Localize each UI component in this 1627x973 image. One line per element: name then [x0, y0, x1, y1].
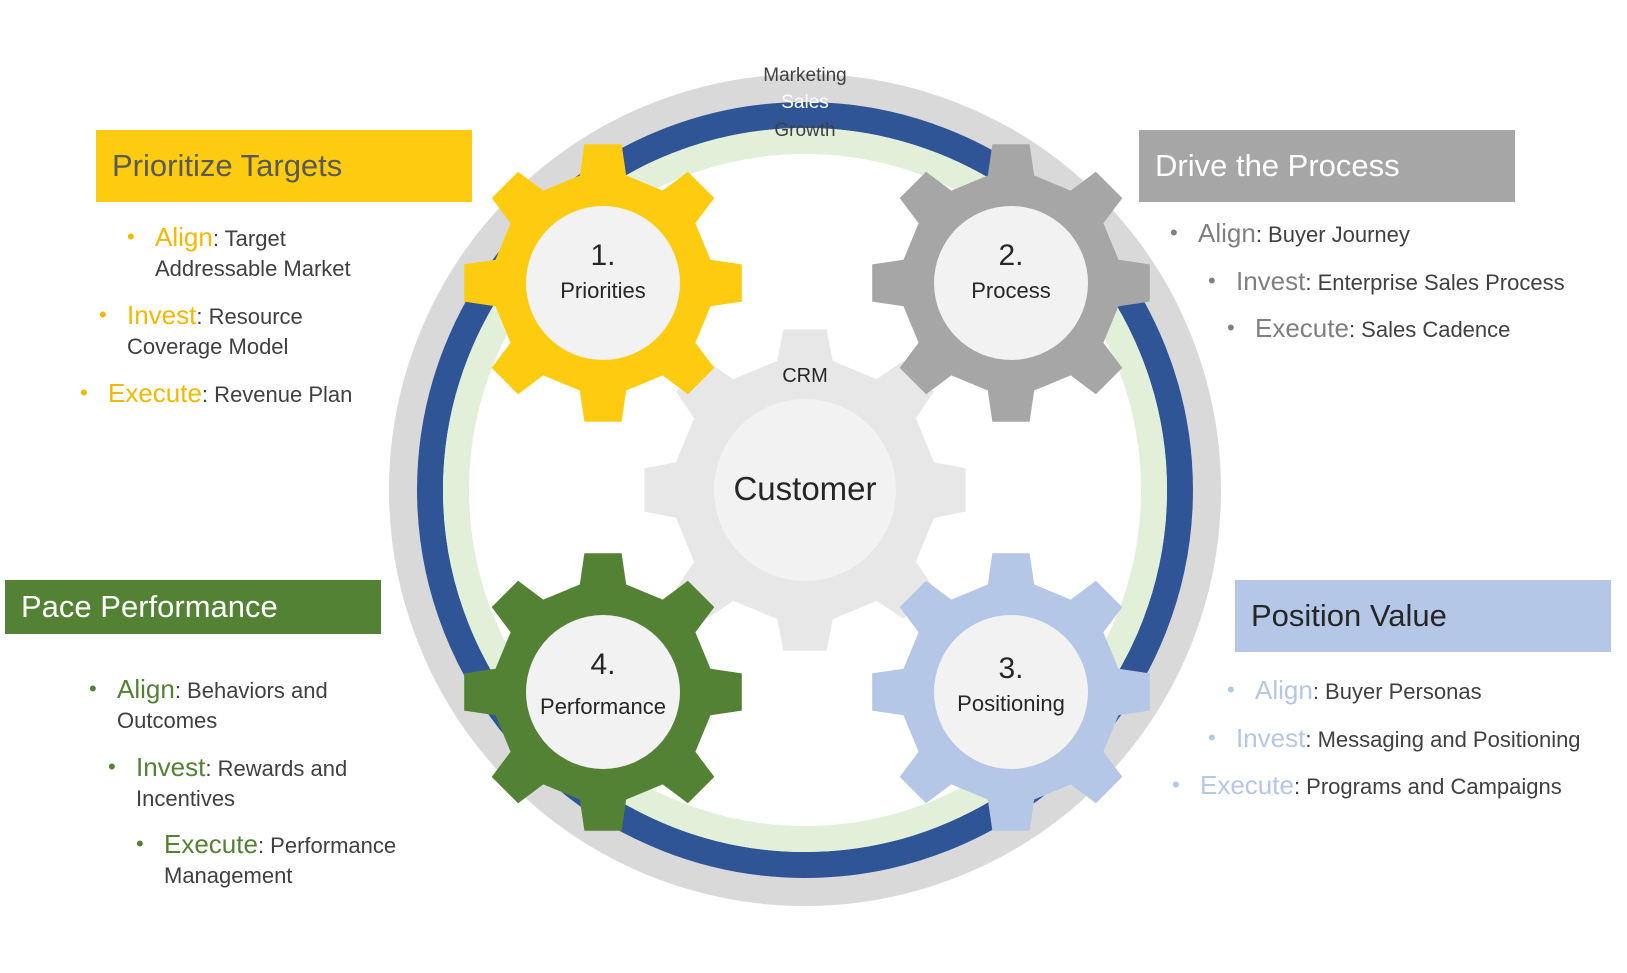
drive-process-title: Drive the Process [1155, 148, 1400, 183]
item-text: : Messaging and Positioning [1305, 727, 1581, 752]
gear-priorities-label: Priorities [560, 278, 646, 303]
item-text: : Performance [257, 833, 397, 858]
bullet-dot: • [108, 754, 116, 779]
item-text: : Behaviors and [174, 678, 328, 703]
gear-positioning-number: 3. [998, 652, 1023, 685]
center-gear-hub [714, 399, 896, 581]
prioritize-targets-box: Prioritize Targets [96, 130, 472, 202]
list-item: • Invest: Enterprise Sales Process [1208, 266, 1626, 298]
list-item: • Align: Buyer Personas [1227, 675, 1615, 707]
ring-outer [389, 74, 1221, 906]
gear-performance-label: Performance [540, 694, 666, 719]
center-top-label: CRM [782, 365, 828, 387]
gear-process-number: 2. [998, 239, 1023, 272]
list-item: • Invest: Messaging and Positioning [1208, 723, 1626, 755]
list-item: • Invest: Rewards and Incentives [108, 752, 436, 814]
item-keyword: Execute [108, 378, 202, 408]
list-item: • Align: Behaviors and Outcomes [89, 674, 417, 736]
item-text-cont: Outcomes [117, 708, 218, 733]
ring-outer-label: Marketing [763, 65, 846, 86]
item-text-cont: Incentives [136, 786, 236, 811]
item-text: : Programs and Campaigns [1293, 774, 1562, 799]
list-item: • Execute: Performance Management [136, 829, 464, 891]
item-keyword: Align [117, 674, 175, 704]
gear-priorities-number: 1. [590, 239, 615, 272]
pace-performance-title: Pace Performance [21, 589, 278, 624]
bullet-dot: • [1227, 677, 1235, 702]
item-keyword: Align [1255, 675, 1313, 705]
position-value-title: Position Value [1251, 598, 1447, 633]
item-keyword: Execute [164, 829, 258, 859]
gear-positioning-label: Positioning [957, 691, 1065, 716]
item-keyword: Invest [136, 752, 206, 782]
ring-inner [443, 128, 1167, 852]
list-item: • Execute: Sales Cadence [1227, 313, 1615, 345]
ring-middle [417, 102, 1193, 878]
item-keyword: Invest [127, 300, 197, 330]
item-keyword: Invest [1236, 723, 1306, 753]
item-keyword: Execute [1255, 313, 1349, 343]
bullet-dot: • [1170, 220, 1178, 245]
prioritize-targets-title: Prioritize Targets [112, 148, 343, 183]
ring-middle-label: Sales [781, 92, 829, 113]
item-keyword: Align [155, 222, 213, 252]
pace-performance-box: Pace Performance [5, 580, 381, 634]
gear-performance-number: 4. [590, 648, 615, 681]
item-keyword: Align [1198, 218, 1256, 248]
gear-process-hub [934, 206, 1088, 360]
bullet-dot: • [127, 224, 135, 249]
bullet-dot: • [1172, 772, 1180, 797]
item-text: : Resource [196, 304, 303, 329]
bullet-dot: • [1208, 268, 1216, 293]
bullet-dot: • [1227, 315, 1235, 340]
item-text: : Buyer Personas [1312, 679, 1482, 704]
item-text: : Revenue Plan [201, 382, 353, 407]
list-item: • Execute: Revenue Plan [80, 378, 408, 410]
list-item: • Align: Buyer Journey [1170, 218, 1598, 250]
bullet-dot: • [1208, 725, 1216, 750]
item-text: : Enterprise Sales Process [1305, 270, 1565, 295]
ring-inner-label: Growth [774, 120, 835, 141]
item-text: : Buyer Journey [1255, 222, 1410, 247]
item-text: : Target [212, 226, 286, 251]
drive-process-box: Drive the Process [1139, 130, 1515, 202]
gear-performance-hub [526, 615, 680, 769]
list-item: • Align: Target Addressable Market [127, 222, 455, 284]
center-label: Customer [733, 470, 876, 507]
item-text: : Sales Cadence [1348, 317, 1511, 342]
item-keyword: Invest [1236, 266, 1306, 296]
list-item: • Execute: Programs and Campaigns [1172, 770, 1620, 802]
list-item: • Invest: Resource Coverage Model [99, 300, 427, 362]
gear-process-label: Process [971, 278, 1050, 303]
gear-priorities-hub [526, 206, 680, 360]
gear-positioning-hub [934, 615, 1088, 769]
item-keyword: Execute [1200, 770, 1294, 800]
position-value-box: Position Value [1235, 580, 1611, 652]
bullet-dot: • [136, 831, 144, 856]
item-text-cont: Addressable Market [155, 256, 351, 281]
item-text-cont: Management [164, 863, 293, 888]
bullet-dot: • [80, 380, 88, 405]
item-text-cont: Coverage Model [127, 334, 289, 359]
bullet-dot: • [99, 302, 107, 327]
bullet-dot: • [89, 676, 97, 701]
item-text: : Rewards and [205, 756, 348, 781]
